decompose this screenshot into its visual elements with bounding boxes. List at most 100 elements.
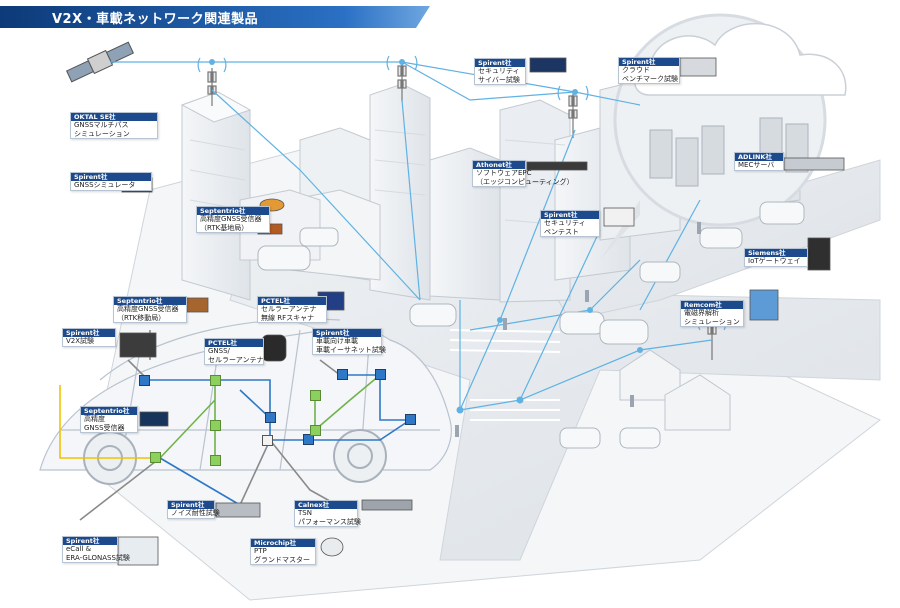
label-pctel-antenna: PCTEL社 GNSS/ セルラーアンテナ [204,338,264,365]
noise-test-device [215,502,261,518]
em-simulation-device [749,289,779,321]
product-line: セルラーアンテナ [261,305,317,313]
label-calnex-tsn: Calnex社 TSN パフォーマンス試験 [294,500,361,527]
product-line: シミュレーション [684,317,740,326]
company-name: Septentrio社 [197,207,269,215]
product-line: 高精度GNSS受信器 [117,305,179,313]
banner-title: V2X・車載ネットワーク関連製品 [52,12,259,27]
label-siemens-iot: Siemens社 IoTゲートウェイ [744,248,808,267]
label-spirent-cloud-bench: Spirent社 クラウド ベンチマーク試験 [618,57,680,84]
tsn-test-device [361,499,413,511]
product-line: GNSSシミュレータ [74,181,136,189]
cyber-test-device [529,57,567,73]
product-line: ERA-GLONASS試験 [66,553,130,562]
label-oktal-gnss-multipath: OKTAL SE社 GNSSマルチパス シミュレーション [70,112,158,139]
product-line: シミュレーション [74,129,130,138]
ecu-node [265,412,276,423]
product-line: 電磁界解析 [684,309,719,317]
ecall-screen-device [117,536,159,566]
product-line: クラウド [622,66,650,74]
label-adlink-mec: ADLINK社 MECサーバ [734,152,784,171]
product-line: GNSS受信器 [84,423,125,432]
cellular-antenna-device [261,334,287,362]
product-line: V2X試験 [66,337,95,345]
label-spirent-ecall: Spirent社 eCall & ERA-GLONASS試験 [62,536,130,563]
company-name: Microchip社 [251,539,315,547]
label-remcom-sim: Remcom社 電磁界解析 シミュレーション [680,300,744,327]
product-line: ソフトウェアEPC [476,169,532,177]
company-name: Spirent社 [71,173,151,181]
product-line: サイバー試験 [478,75,520,84]
product-line: MECサーバ [738,161,775,169]
product-line: 高精度GNSS受信器 [200,215,262,223]
product-line: 車載イーサネット試験 [316,345,386,354]
sensor-node [310,425,321,436]
sensor-node [210,375,221,386]
sensor-node [310,390,321,401]
company-name: Calnex社 [295,501,357,509]
company-name: Septentrio社 [81,407,137,415]
label-athonet-soft-epc: Athonet社 ソフトウェアEPC （エッジコンピューティング） [472,160,574,187]
product-line: セキュリティ [478,67,520,75]
product-line: パフォーマンス試験 [298,517,361,526]
soft-epc-device [526,161,588,171]
gateway-node [262,435,273,446]
label-spirent-v2x: Spirent社 V2X試験 [62,328,116,347]
label-spirent-security-cyber: Spirent社 セキュリティ サイバー試験 [474,58,526,85]
company-name: Spirent社 [168,501,214,509]
cloud-icon [634,23,847,96]
product-line: GNSS/ [208,347,230,355]
label-spirent-ethernet: Spirent社 車載向け車載 車載イーサネット試験 [312,328,386,355]
company-name: Spirent社 [475,59,525,67]
company-name: Spirent社 [63,537,117,545]
sensor-node [150,452,161,463]
company-name: Spirent社 [313,329,381,337]
cell-tower-icons [207,62,717,360]
label-spirent-gnss-simulator: Spirent社 GNSSシミュレータ [70,172,152,191]
product-line: IoTゲートウェイ [748,257,801,265]
iot-gateway-device [807,237,831,271]
satellite-icon [65,41,135,83]
company-name: PCTEL社 [258,297,326,305]
label-spirent-security-pentest: Spirent社 セキュリティ ペンテスト [540,210,600,237]
building-windows [189,129,566,226]
product-line: セルラーアンテナ [208,355,264,364]
product-line: ベンチマーク試験 [622,74,678,83]
label-microchip-ptp: Microchip社 PTP グランドマスター [250,538,316,565]
product-line: eCall & [66,545,92,553]
pentest-device [603,207,635,227]
product-line: （エッジコンピューティング） [476,177,574,186]
ecu-node [139,375,150,386]
product-line: グランドマスター [254,555,310,564]
product-line: 車載向け車載 [316,337,358,345]
sensor-node [210,455,221,466]
product-line: ペンテスト [544,227,579,236]
product-line: 無線 RFスキャナ [261,313,315,322]
houses [619,349,731,431]
cars [257,201,805,449]
ecu-node [405,414,416,425]
product-line: PTP [254,547,267,555]
gnss-receiver-board [139,411,169,427]
product-line: ノイズ耐性試験 [171,509,220,517]
link-dots [209,59,643,414]
product-line: （RTK基地局） [200,223,249,232]
label-septentrio-rtk: Septentrio社 高精度GNSS受信器 （RTK基地局） [196,206,270,233]
product-line: 高精度 [84,415,105,423]
pedestrians [455,222,701,437]
company-name: PCTEL社 [205,339,263,347]
benchmark-device [679,57,717,77]
company-name: Spirent社 [541,211,599,219]
company-name: OKTAL SE社 [71,113,157,121]
company-name: Septentrio社 [114,297,186,305]
mec-server-device [783,157,845,171]
company-name: Spirent社 [619,58,679,66]
label-septentrio-rtk-mobile: Septentrio社 高精度GNSS受信器 （RTK移動局） [113,296,187,323]
company-name: ADLINK社 [735,153,783,161]
ptp-antenna-device [320,537,344,557]
label-septentrio-gnss: Septentrio社 高精度 GNSS受信器 [80,406,138,433]
company-name: Siemens社 [745,249,807,257]
label-spirent-noise: Spirent社 ノイズ耐性試験 [167,500,220,519]
